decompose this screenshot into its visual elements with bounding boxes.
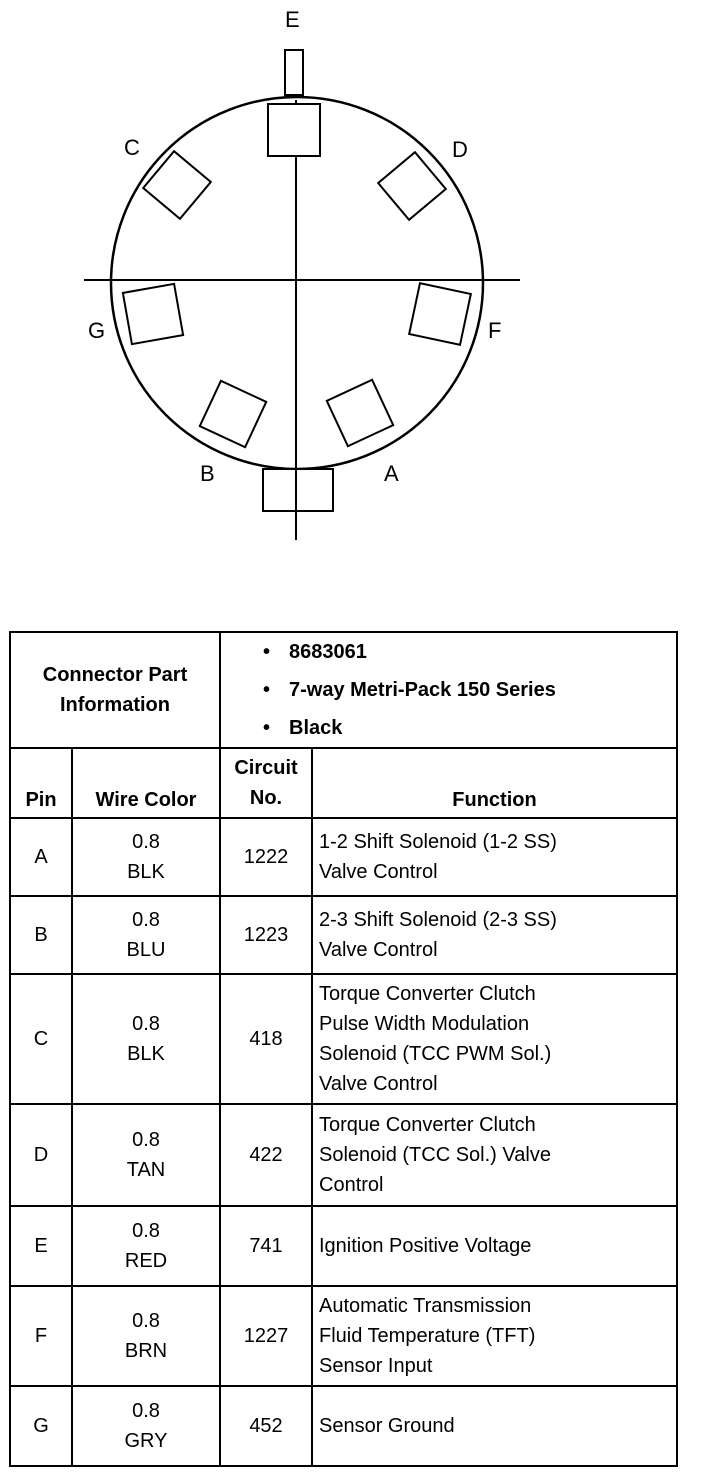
circuit-cell: 1227	[219, 1285, 313, 1387]
info-label-line-1: Connector Part	[42, 664, 188, 686]
circuit-cell: 452	[219, 1385, 313, 1467]
function-cell: Sensor Ground	[311, 1385, 678, 1467]
info-connector-type: 7-way Metri-Pack 150 Series	[263, 671, 670, 709]
pin-g-terminal	[121, 282, 185, 346]
pin-a-terminal	[325, 378, 395, 448]
pin-f-terminal	[407, 281, 473, 347]
circuit-cell: 1222	[219, 817, 313, 897]
circuit-cell: 1223	[219, 895, 313, 975]
connector-info-details: 8683061 7-way Metri-Pack 150 Series Blac…	[219, 631, 678, 749]
info-connector-color: Black	[263, 709, 670, 747]
pin-cell: D	[9, 1103, 73, 1207]
pin-label-d: D	[452, 137, 468, 162]
pin-label-c: C	[124, 135, 140, 160]
circuit-cell: 741	[219, 1205, 313, 1287]
pin-label-b: B	[200, 461, 215, 486]
pin-cell: C	[9, 973, 73, 1105]
pin-cell: F	[9, 1285, 73, 1387]
header-function: Function	[311, 747, 678, 819]
pin-cell: G	[9, 1385, 73, 1467]
function-cell: Ignition Positive Voltage	[311, 1205, 678, 1287]
connector-info-label: Connector Part Information	[9, 631, 221, 749]
header-wire-color: Wire Color	[71, 747, 221, 819]
info-label-line-2: Information	[60, 694, 170, 716]
pin-label-g: G	[88, 318, 105, 343]
info-part-number: 8683061	[263, 633, 670, 671]
bottom-key-tab	[262, 468, 334, 512]
pin-cell: B	[9, 895, 73, 975]
function-cell: 1-2 Shift Solenoid (1-2 SS)Valve Control	[311, 817, 678, 897]
pin-cell: E	[9, 1205, 73, 1287]
pin-label-a: A	[384, 461, 399, 486]
pin-b-terminal	[198, 379, 268, 449]
pin-label-f: F	[488, 318, 501, 343]
pin-label-e: E	[285, 7, 300, 32]
circuit-cell: 418	[219, 973, 313, 1105]
circuit-cell: 422	[219, 1103, 313, 1207]
connector-pinout-table: Connector Part Information 8683061 7-way…	[9, 631, 678, 1467]
top-key-tab	[284, 49, 304, 96]
header-pin: Pin	[9, 747, 73, 819]
pin-d-terminal	[376, 150, 448, 222]
header-circuit-no: Circuit No.	[219, 747, 313, 819]
table-header-row: Pin Wire Color Circuit No. Function	[9, 747, 678, 819]
function-cell: 2-3 Shift Solenoid (2-3 SS)Valve Control	[311, 895, 678, 975]
pin-c-terminal	[141, 149, 213, 221]
pin-cell: A	[9, 817, 73, 897]
connector-info-row: Connector Part Information 8683061 7-way…	[9, 631, 678, 749]
connector-face-diagram: E C D G F B A	[84, 7, 520, 540]
pin-e-terminal	[267, 103, 321, 157]
